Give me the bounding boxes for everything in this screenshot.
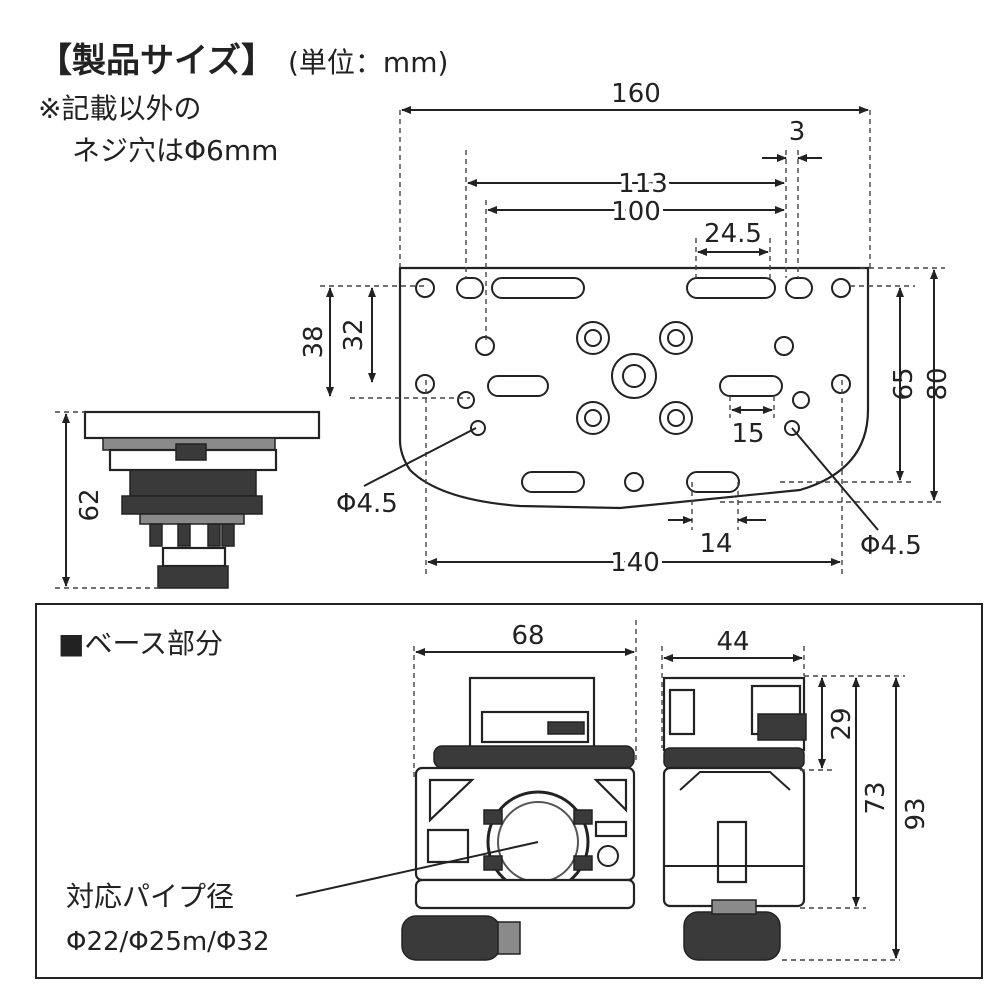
top-plate — [398, 266, 870, 510]
dim-14: 14 — [699, 529, 732, 559]
side-view-mount — [83, 410, 321, 589]
dim-44: 44 — [716, 627, 749, 657]
pipe-leader-line — [295, 841, 539, 897]
unit-label: (単位：mm) — [288, 46, 448, 79]
dim-160: 160 — [611, 79, 661, 109]
page-title: 【製品サイズ】 — [38, 41, 275, 81]
pipe-sizes: Φ22/Φ25m/Φ32 — [66, 927, 270, 957]
phi-left-label: Φ4.5 — [336, 489, 398, 519]
note-line-2: ネジ穴はΦ6mm — [72, 134, 278, 167]
dim-32: 32 — [339, 318, 369, 351]
dim-73: 73 — [861, 781, 891, 814]
dim-38: 38 — [299, 325, 329, 358]
note-line-1: ※記載以外の — [38, 92, 201, 125]
dim-15: 15 — [731, 419, 764, 449]
plate-dimension-lines — [326, 106, 938, 566]
dim-3: 3 — [789, 117, 806, 147]
dim-68: 68 — [511, 621, 544, 651]
dim-62: 62 — [75, 488, 105, 521]
dim-100: 100 — [611, 197, 661, 227]
base-section-title: ■ベース部分 — [58, 627, 223, 660]
dim-80: 80 — [923, 367, 953, 400]
dim-113: 113 — [618, 169, 668, 199]
base-side-view — [662, 676, 807, 961]
base-section-frame — [35, 603, 983, 979]
pipe-label: 対応パイプ径 — [66, 880, 234, 913]
dim-65: 65 — [889, 367, 919, 400]
dim-29: 29 — [827, 707, 857, 740]
dim-140: 140 — [610, 548, 660, 578]
base-front-view — [401, 676, 636, 961]
dim-93: 93 — [901, 797, 931, 830]
phi-right-label: Φ4.5 — [860, 531, 922, 561]
dim-24-5: 24.5 — [704, 219, 762, 249]
